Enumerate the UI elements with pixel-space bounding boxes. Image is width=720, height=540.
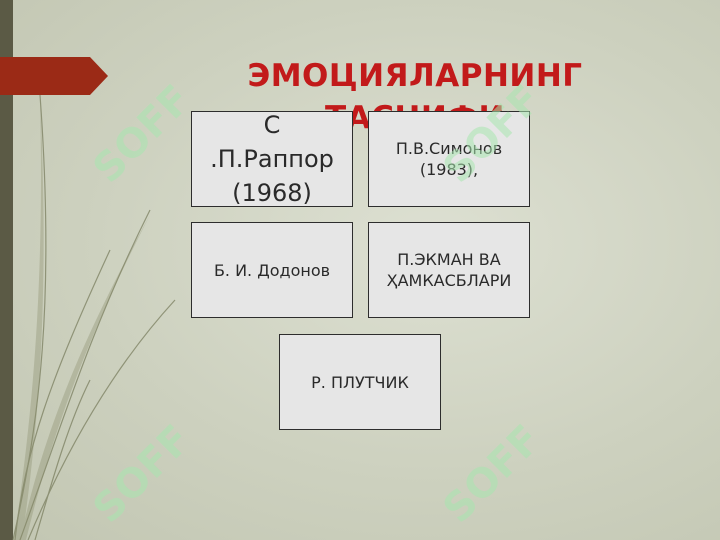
box-line: (1983),: [419, 160, 479, 179]
box-line: .П.Раппор: [210, 145, 334, 173]
box-line: (1968): [232, 179, 312, 207]
left-accent-bar: [0, 0, 13, 540]
box-line: Р. ПЛУТЧИК: [311, 372, 409, 392]
classification-box-plutchik: Р. ПЛУТЧИК: [279, 334, 441, 430]
classification-box-simonov: П.В.Симонов (1983),: [368, 111, 530, 207]
classification-box-dodonov: Б. И. Додонов: [191, 222, 353, 318]
title-arrow-decoration: [0, 57, 108, 95]
box-line: Б. И. Додонов: [213, 260, 331, 280]
box-line: П.В.Симонов: [395, 139, 503, 158]
box-line: ҲАМКАСБЛАРИ: [386, 271, 512, 290]
classification-box-rappoport: С .П.Раппор (1968): [191, 111, 353, 207]
box-line: П.ЭКМАН ВА: [397, 250, 501, 269]
box-line: С: [263, 111, 281, 139]
classification-box-ekman: П.ЭКМАН ВА ҲАМКАСБЛАРИ: [368, 222, 530, 318]
